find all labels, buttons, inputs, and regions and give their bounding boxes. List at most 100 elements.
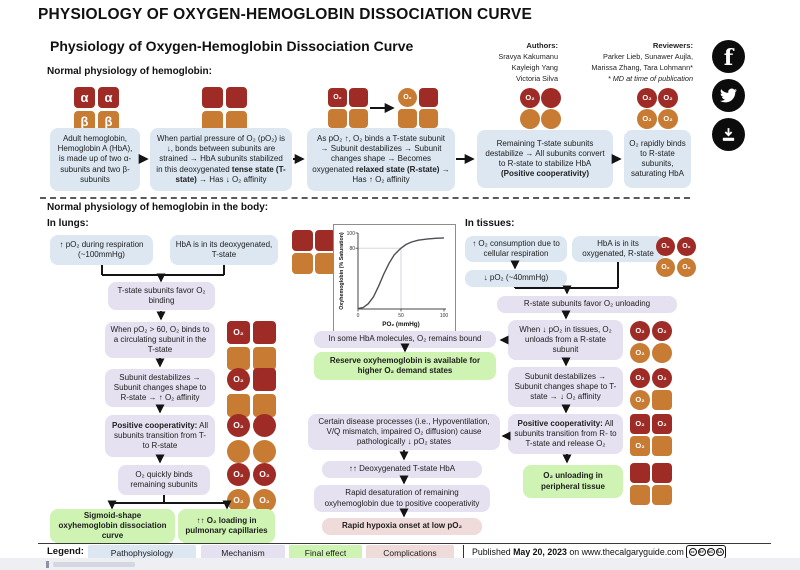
page-title: PHYSIOLOGY OF OXYGEN-HEMOGLOBIN DISSOCIA…: [38, 6, 532, 23]
lungs-box-po2-respiration: ↑ pO₂ during respiration (~100mmHg): [50, 235, 153, 265]
o2-bound-subunit: O₂: [656, 258, 675, 277]
alpha-subunit: [253, 368, 276, 391]
tissues-destabilize-graphic: O₂ O₂ O₂: [630, 368, 672, 410]
y-axis-label: Oxyhemoglobin (% Saturation): [339, 232, 345, 310]
beta-subunit: [398, 109, 417, 128]
od-curve-svg: 0 50 100 100 80 PO₂ (mmHg) Oxyhemoglobin…: [339, 231, 448, 328]
cc-by-icon: BY: [697, 548, 706, 556]
o2-bound-subunit: O₂: [677, 237, 696, 256]
tissues-box-subunit-destabilizes: Subunit destabilizes → Subunit changes s…: [508, 367, 623, 407]
o2-bound-r-subunit: O₂: [227, 414, 250, 437]
o2-bound-r-subunit: O₂: [398, 88, 417, 107]
beta-subunit: [227, 347, 250, 370]
lungs-saturated-graphic: O₂ O₂ O₂ O₂: [227, 463, 276, 512]
published-line: Published May 20, 2023 on www.thecalgary…: [472, 547, 684, 557]
o2-bound-subunit: O₂: [637, 109, 657, 129]
legend-separator: [463, 545, 464, 559]
o2-bound-subunit: O₂: [227, 321, 250, 344]
middle-box-disease-processes: Certain disease processes (i.e., Hypoven…: [308, 414, 500, 450]
facebook-share-button[interactable]: f: [712, 40, 745, 73]
download-button[interactable]: [712, 118, 745, 151]
twitter-icon: [720, 88, 737, 103]
alpha-subunit: [202, 87, 223, 108]
flow-box-positive-cooperativity: Remaining T-state subunits destabilize →…: [477, 130, 613, 188]
lungs-t-state-graphic: [292, 230, 336, 274]
y-tick-label: 80: [349, 246, 355, 252]
alpha-subunit: [419, 88, 438, 107]
lungs-all-r-state-graphic: O₂: [227, 414, 276, 463]
reviewers-note: * MD at time of publication: [607, 73, 693, 83]
x-tick-label: 50: [398, 313, 404, 319]
reviewers-label: Reviewers:: [652, 41, 693, 50]
legend-final-effect: Final effect: [289, 545, 362, 560]
flow-box-tense-state: When partial pressure of O₂ (pO₂) is ↓, …: [150, 128, 292, 191]
alpha-subunit: [315, 230, 336, 251]
beta-subunit: [349, 109, 368, 128]
r-state-subunit: [652, 343, 672, 363]
middle-box-rapid-desaturation: Rapid desaturation of remaining oxyhemog…: [314, 485, 490, 512]
alpha-subunit: α: [74, 87, 95, 108]
o2-bound-subunit: O₂: [677, 258, 696, 277]
author-name: Victoria Silva: [515, 73, 558, 83]
download-icon: [722, 128, 735, 141]
tissues-saturated-graphic: O₂ O₂ O₂ O₂: [656, 237, 696, 277]
tissues-release-graphic: O₂ O₂ O₂: [630, 414, 672, 456]
alpha-subunit: [652, 463, 672, 483]
flow-connector: [112, 495, 227, 504]
saturated-tetramer-graphic: O₂ O₂ O₂ O₂: [637, 88, 678, 129]
flow-box-adult-hemoglobin: Adult hemoglobin, Hemoglobin A (HbA), is…: [50, 128, 140, 191]
r-state-subunit: [253, 414, 276, 437]
tissues-t-state-graphic: [630, 463, 672, 505]
reviewer-name: Marissa Zhang, Tara Lohmann*: [591, 62, 693, 72]
o2-bound-subunit: O₂: [652, 321, 672, 341]
beta-subunit: [253, 347, 276, 370]
lungs-box-po2-60: When pO₂ > 60, O₂ binds to a circulating…: [105, 322, 215, 358]
beta-subunit: [315, 253, 336, 274]
tissues-box-positive-cooperativity: Positive cooperativity: All subunits tra…: [508, 414, 623, 454]
middle-complication-rapid-hypoxia: Rapid hypoxia onset at low pO₂: [322, 518, 482, 535]
x-tick-label: 0: [357, 313, 360, 319]
t-state-subunit: [652, 390, 672, 410]
twitter-share-button[interactable]: [712, 79, 745, 112]
o2-binding-t-state-graphic: O₂: [328, 88, 368, 128]
legend-complications: Complications: [366, 545, 454, 560]
facebook-icon: f: [723, 45, 734, 71]
o2-bound-subunit: O₂: [253, 489, 276, 512]
section-lungs-label: In lungs:: [47, 218, 89, 229]
beta-subunit: β: [74, 111, 95, 132]
flow-box-relaxed-state: As pO₂ ↑, O₂ binds a T-state subunit → S…: [307, 128, 455, 191]
middle-final-reserve-oxyhemoglobin: Reserve oxyhemoglobin is available for h…: [314, 352, 496, 380]
alpha-subunit: [226, 87, 247, 108]
tissues-box-oxygenated-r-state: HbA is in its oxygenated, R-state: [572, 236, 664, 262]
o2-bound-subunit: O₂: [630, 436, 650, 456]
od-curve-path: [357, 237, 445, 310]
o2-bound-subunit: O₂: [658, 109, 678, 129]
alpha-subunit: [630, 463, 650, 483]
author-name: Sravya Kakumanu: [498, 51, 558, 61]
lungs-box-favor-binding: T-state subunits favor O₂ binding: [108, 282, 215, 310]
chart-axes: [357, 233, 446, 310]
reviewer-name: Parker Lieb, Sunawer Aujla,: [602, 51, 693, 61]
o2-bound-subunit: O₂: [652, 414, 672, 434]
t-state-tetramer-graphic: [202, 87, 247, 132]
legend-mechanism: Mechanism: [201, 545, 285, 560]
y-tick-label: 100: [347, 231, 356, 237]
o2-bound-subunit: O₂: [227, 463, 250, 486]
flow-box-saturating-hba: O₂ rapidly binds to R-state subunits, sa…: [624, 130, 691, 188]
beta-subunit: [292, 253, 313, 274]
footer-blurred-text: [53, 562, 135, 567]
o2-bound-subunit: O₂: [658, 88, 678, 108]
poster-title: Physiology of Oxygen-Hemoglobin Dissocia…: [50, 38, 414, 54]
section-tissues-label: In tissues:: [465, 218, 515, 229]
tissues-unload-graphic: O₂ O₂ O₂: [630, 321, 672, 363]
r-state-subunit: [520, 109, 540, 129]
page-footer-cutoff: [0, 558, 800, 570]
t-state-subunit: [652, 436, 672, 456]
authors-block: Authors: Sravya Kakumanu Kayleigh Yang V…: [460, 40, 558, 85]
tissues-box-po2-40: ↓ pO₂ (~40mmHg): [465, 270, 567, 287]
tissues-box-favor-unloading: R-state subunits favor O₂ unloading: [497, 296, 677, 313]
alpha-subunit: α: [98, 87, 119, 108]
authors-label: Authors:: [526, 41, 558, 50]
o2-bound-subunit: O₂: [253, 463, 276, 486]
tissues-box-o2-unloads: When ↓ pO₂ in tissues, O₂ unloads from a…: [508, 320, 623, 360]
